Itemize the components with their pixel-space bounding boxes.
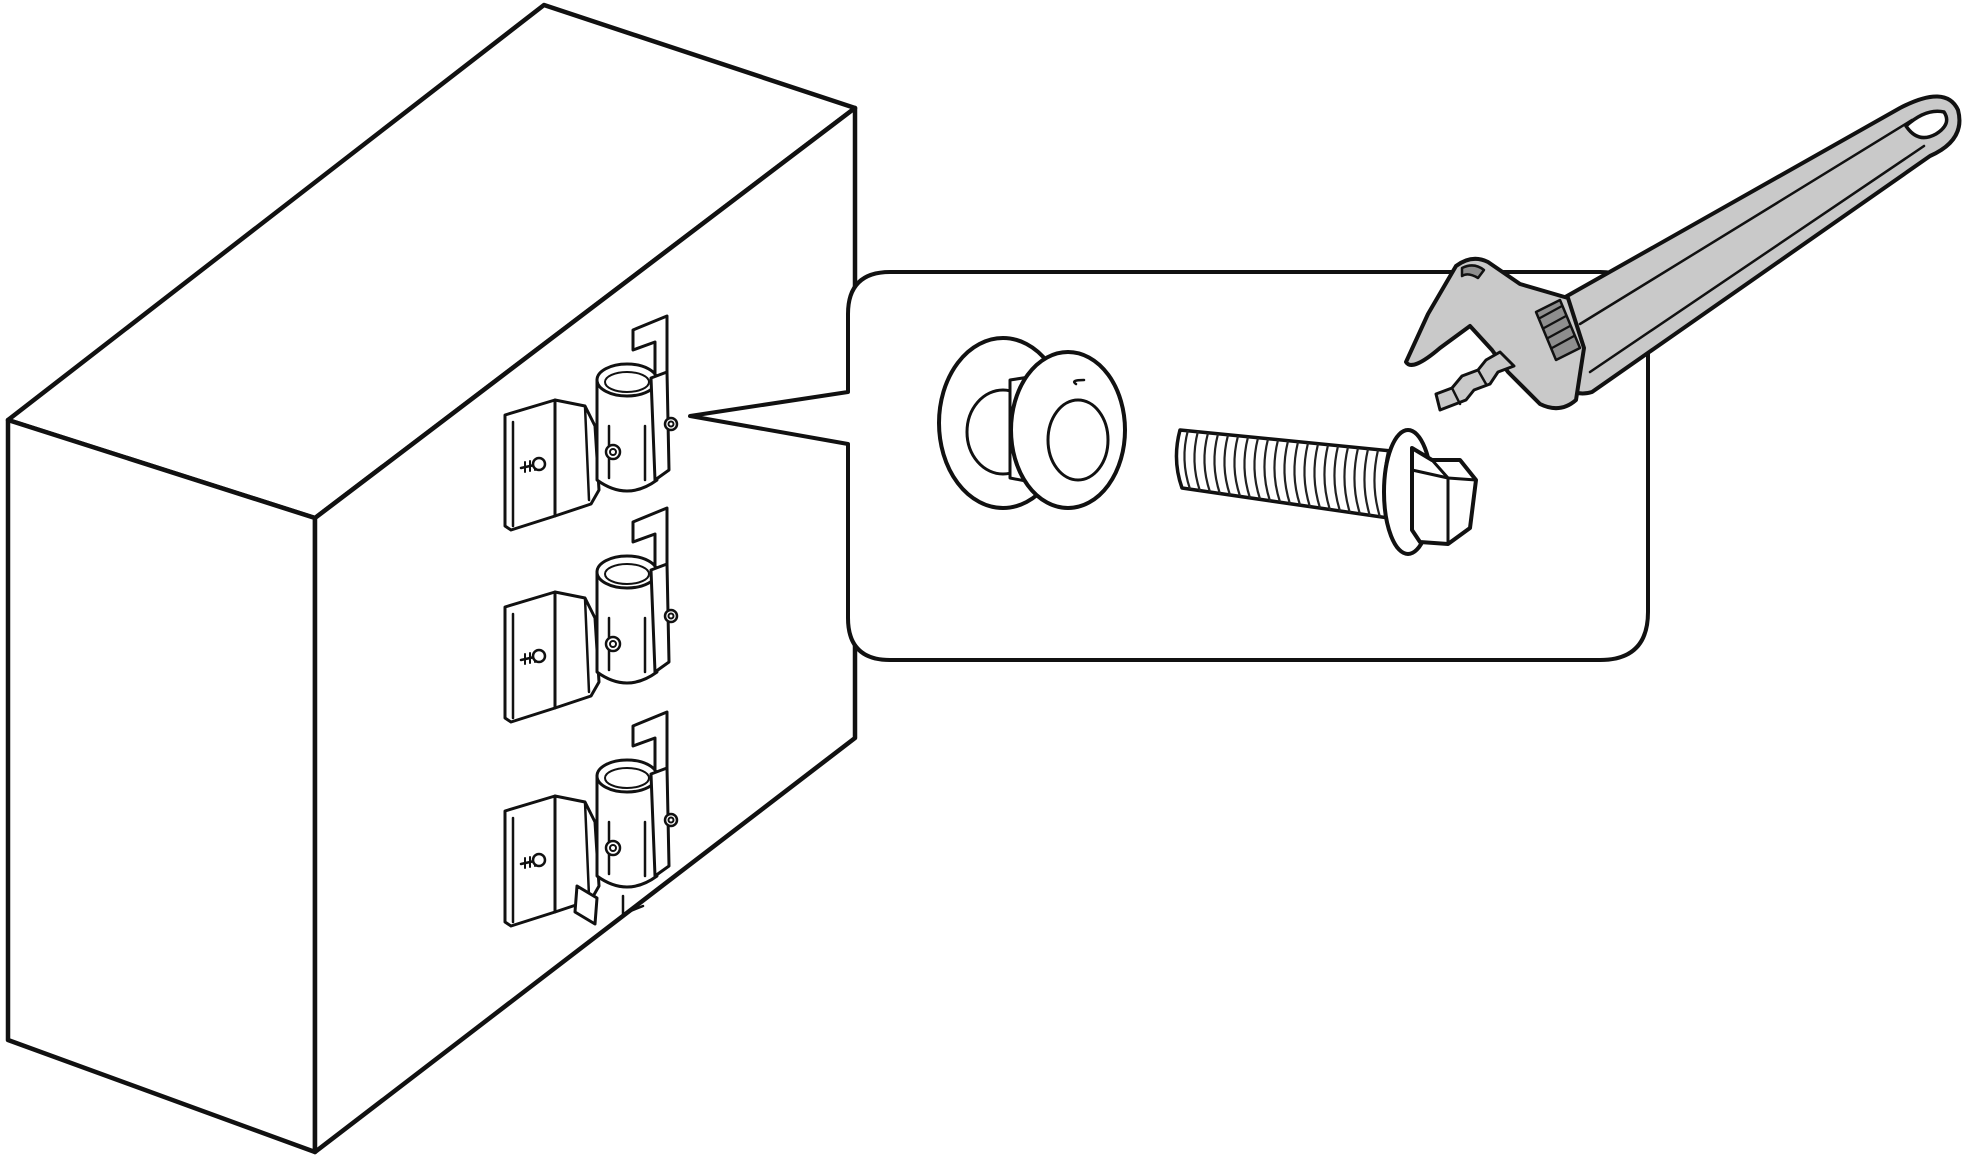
flat-washer [937,336,1127,510]
adjustable-wrench-icon [1404,94,1962,412]
mounting-bracket-bottom [503,710,679,928]
cabinet-box [5,2,858,1155]
flange-hex-bolt [1174,428,1478,556]
